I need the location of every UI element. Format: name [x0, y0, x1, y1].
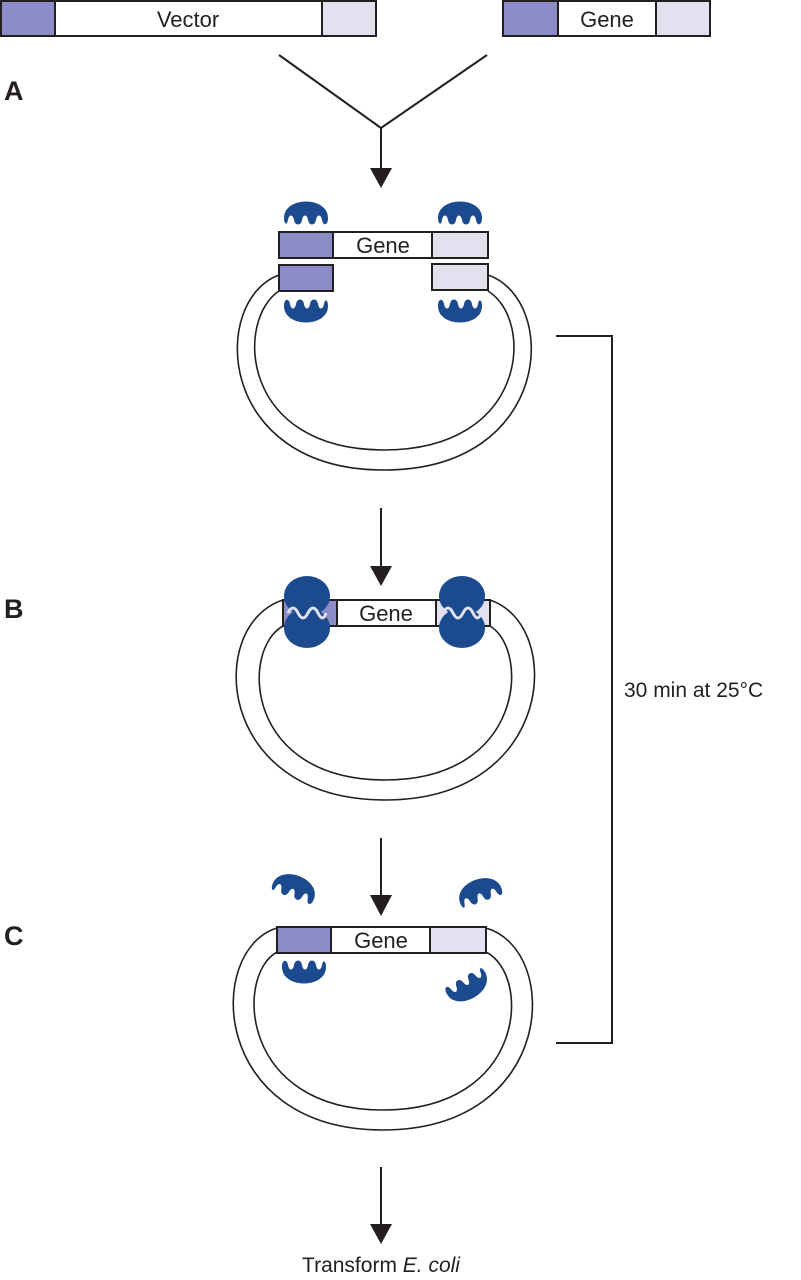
transform-prefix: Transform — [302, 1254, 403, 1277]
vector-right-end — [321, 0, 377, 37]
gene-label: Gene — [356, 233, 410, 258]
gene-left-end — [278, 231, 334, 259]
plasmid-ring-inner — [258, 625, 513, 781]
enzyme-icon — [438, 201, 482, 225]
gene-left-end — [276, 926, 332, 954]
gene-fragment: Gene — [502, 0, 711, 37]
gene-left-end — [502, 0, 559, 37]
vector-label: Vector — [157, 7, 219, 32]
plasmid-ring-inner — [253, 951, 513, 1111]
arrow-to-transform — [370, 1167, 392, 1244]
gene-right-end — [655, 0, 711, 37]
enzyme-icon — [284, 299, 328, 323]
vector-left-end — [278, 264, 334, 292]
merge-arrow — [278, 54, 488, 188]
gene-label: Gene — [580, 7, 634, 32]
vector-right-end — [431, 263, 489, 291]
arrow-a-to-b — [370, 508, 392, 586]
enzyme-icon — [284, 576, 330, 616]
enzyme-icon — [270, 868, 320, 906]
gene-body — [557, 0, 657, 37]
panel-b: Gene — [235, 576, 536, 801]
enzyme-pair-left — [284, 576, 330, 648]
enzyme-icon — [439, 576, 485, 616]
gene-body — [332, 231, 433, 259]
panel-c: Gene — [232, 868, 534, 1131]
gene-right-end — [429, 926, 487, 954]
gene-body — [330, 926, 431, 954]
panel-label-b: B — [4, 594, 24, 624]
enzyme-icon — [282, 960, 326, 984]
plasmid-ring-outer — [235, 599, 536, 801]
arrow-b-to-c — [370, 838, 392, 916]
arrow-down-icon — [370, 168, 392, 188]
arrow-down-icon — [370, 1224, 392, 1244]
plasmid-ring-outer — [236, 274, 533, 471]
incubation-note: 30 min at 25°C — [624, 679, 763, 702]
panel-label-a: A — [4, 76, 24, 106]
plasmid-ring-inner — [254, 290, 515, 451]
time-bracket: 30 min at 25°C — [556, 335, 763, 1044]
transform-step: Transform E. coli — [302, 1254, 461, 1277]
enzyme-icon — [284, 201, 328, 225]
plasmid-ring-outer — [232, 927, 534, 1131]
arrow-down-icon — [370, 566, 392, 586]
enzyme-icon — [438, 299, 482, 323]
enzyme-icon — [443, 966, 494, 1009]
vector-fragment: Vector — [0, 0, 377, 37]
vector-body — [54, 0, 323, 37]
enzyme-icon — [454, 872, 504, 910]
enzyme-pair-right — [439, 576, 485, 648]
panel-label-c: C — [4, 921, 24, 951]
gene-body — [336, 599, 437, 627]
gene-label: Gene — [354, 928, 408, 953]
panel-a: Gene — [236, 201, 533, 471]
organism-name: E. coli — [403, 1254, 462, 1277]
enzyme-icon — [284, 608, 330, 648]
enzyme-icon — [439, 608, 485, 648]
vector-left-end — [0, 0, 56, 37]
arrow-down-icon — [370, 895, 392, 916]
gene-label: Gene — [359, 601, 413, 626]
gene-right-end — [431, 231, 489, 259]
